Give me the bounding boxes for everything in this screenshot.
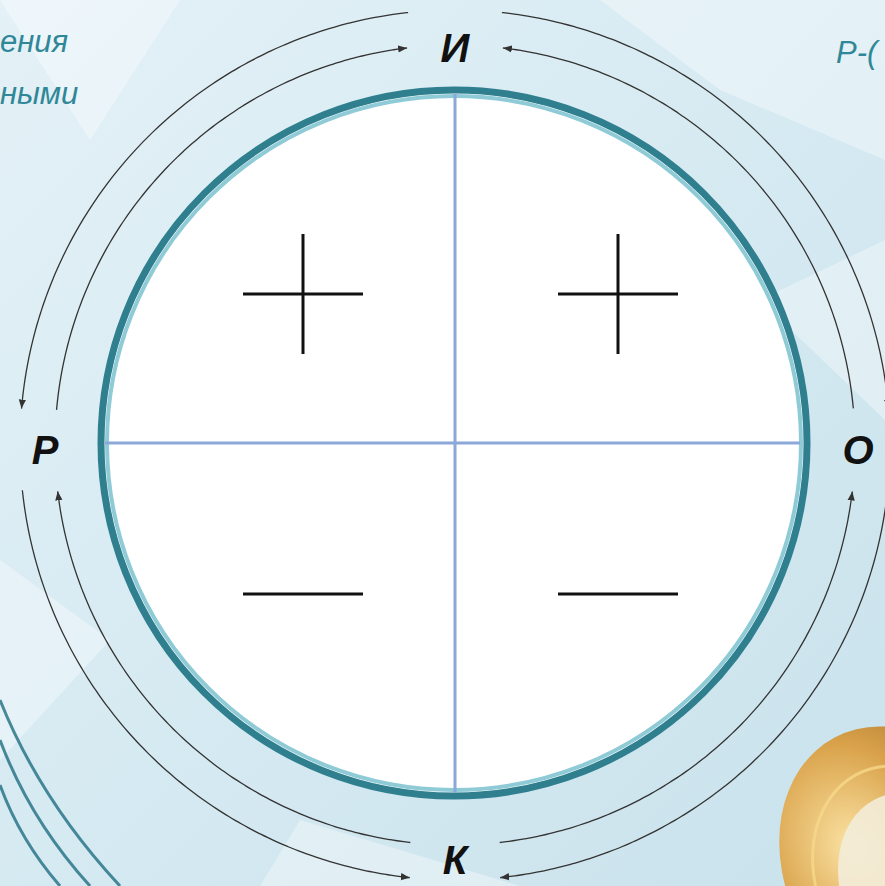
cycle-arrow <box>22 490 409 877</box>
cycle-letter: К <box>439 838 472 882</box>
cycle-letter: Р <box>28 428 63 472</box>
node-text: Р <box>32 430 59 470</box>
cycle-arrow <box>500 490 885 877</box>
node-text: О <box>842 430 873 470</box>
cycle-arrow <box>57 48 408 410</box>
node-text: К <box>443 840 468 880</box>
plus-sign <box>617 234 620 354</box>
cycle-arrow <box>500 491 853 842</box>
pocket-watch <box>730 682 885 886</box>
cycle-arrow <box>502 13 885 409</box>
minus-sign <box>558 593 678 596</box>
partial-caption: Р-( <box>836 34 877 71</box>
cycle-arrow <box>58 491 411 842</box>
quadrant-circle <box>101 90 807 796</box>
minus-sign <box>243 593 363 596</box>
node-text: И <box>441 28 470 68</box>
sign-symbols <box>243 234 678 594</box>
cycle-letter: О <box>838 428 877 472</box>
partial-caption: ения ными <box>0 16 92 120</box>
cycle-letter: И <box>437 26 474 70</box>
cycle-arrow <box>22 13 409 409</box>
cycle-arrow <box>503 48 853 409</box>
plus-sign <box>302 234 305 354</box>
corner-swoosh <box>0 700 120 886</box>
